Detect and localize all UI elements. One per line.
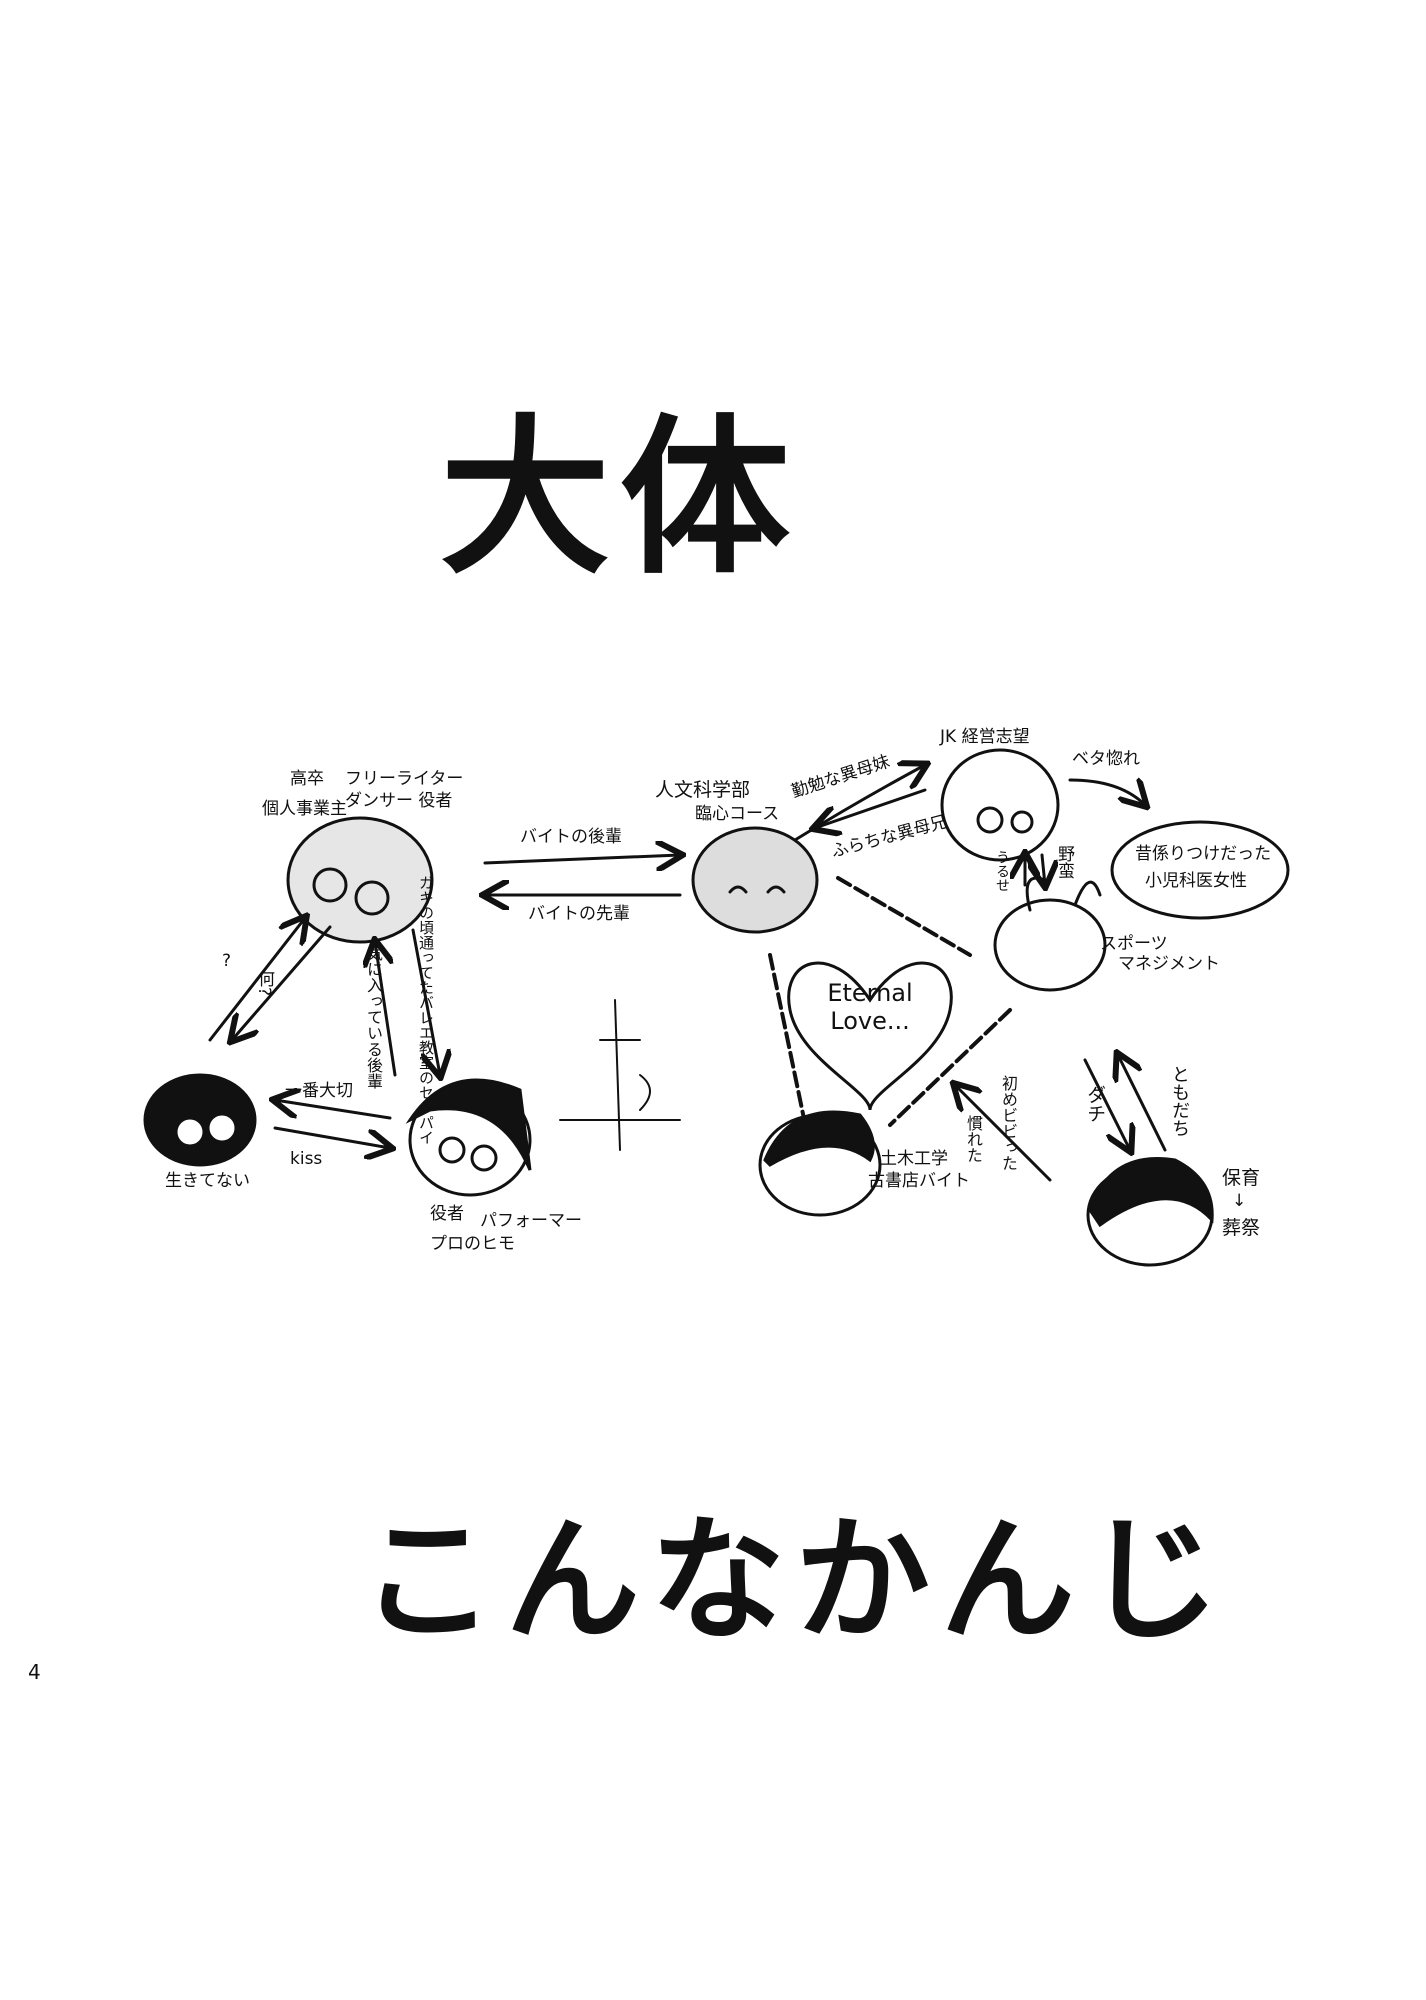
relation-label: バイトの先輩 bbox=[528, 904, 630, 924]
doctor-bubble bbox=[1110, 820, 1290, 920]
actor-label: パフォーマー bbox=[480, 1211, 582, 1231]
relation-label: バイトの後輩 bbox=[520, 827, 622, 847]
braid-person-label: 葬祭 bbox=[1222, 1217, 1261, 1239]
glasses-man-head bbox=[286, 816, 434, 944]
title-top: 大体 bbox=[440, 400, 801, 598]
eternal-love-heart bbox=[787, 961, 953, 1111]
doctor-label: 小児科医女性 bbox=[1145, 871, 1247, 891]
title-bottom: こんなかんじ bbox=[360, 1502, 1230, 1659]
jk-label: JK 経営志望 bbox=[940, 727, 1030, 747]
braid-person-head bbox=[1086, 1157, 1214, 1267]
student-boy-label: 人文科学部 bbox=[655, 779, 751, 801]
braid-person-label: ↓ bbox=[1232, 1191, 1247, 1211]
relation-label: ベタ惚れ bbox=[1072, 749, 1140, 769]
actor-label: プロのヒモ bbox=[430, 1234, 515, 1254]
actor-label: 役者 bbox=[430, 1204, 464, 1224]
actor-head bbox=[405, 1078, 532, 1197]
bunny-girl-head bbox=[993, 876, 1107, 992]
glasses-man-label: フリーライター bbox=[345, 769, 464, 789]
ghost-girl-head bbox=[143, 1073, 257, 1167]
page-number: 4 bbox=[28, 1660, 41, 1684]
doctor-label: 昔係りつけだった bbox=[1135, 844, 1272, 864]
student-boy-head bbox=[691, 826, 819, 934]
relation-label: うるせ bbox=[994, 850, 1010, 892]
relation-label: 何? bbox=[254, 970, 274, 997]
glasses-man-label: ダンサー 役者 bbox=[345, 791, 453, 811]
relation-label: kiss bbox=[290, 1149, 323, 1169]
ghost-girl-label: 生きてない bbox=[165, 1171, 250, 1191]
dark-boy-head bbox=[758, 1110, 882, 1217]
relation-label: 初めビビった bbox=[999, 1075, 1018, 1171]
relation-label: 慣れた bbox=[964, 1115, 983, 1163]
jk-head bbox=[940, 748, 1060, 862]
relation-label: ともだち bbox=[1169, 1065, 1190, 1137]
relation-label: ダチ bbox=[1084, 1085, 1106, 1123]
relation-label: ? bbox=[222, 951, 232, 971]
signature-mark bbox=[559, 999, 681, 1151]
bunny-girl-label: マネジメント bbox=[1118, 954, 1220, 974]
glasses-man-label: 個人事業主 bbox=[262, 799, 347, 819]
eternal-love-text: Eternal Love... bbox=[827, 979, 913, 1035]
braid-person-label: 保育 bbox=[1222, 1167, 1261, 1189]
dark-boy-label: 古書店バイト bbox=[868, 1171, 970, 1191]
relation-label: 一番大切 bbox=[285, 1081, 353, 1101]
relation-label: 野蛮 bbox=[1054, 845, 1074, 879]
dark-boy-label: 土木工学 bbox=[880, 1149, 948, 1169]
relation-label: ガキの頃通ってたバレエ教室のセンパイ bbox=[417, 875, 435, 1145]
glasses-man-label: 高卒 bbox=[290, 769, 324, 789]
bunny-girl-label: スポーツ bbox=[1100, 934, 1168, 954]
relation-label: 気に入っている後輩 bbox=[364, 945, 383, 1089]
student-boy-label: 臨心コース bbox=[695, 804, 780, 824]
